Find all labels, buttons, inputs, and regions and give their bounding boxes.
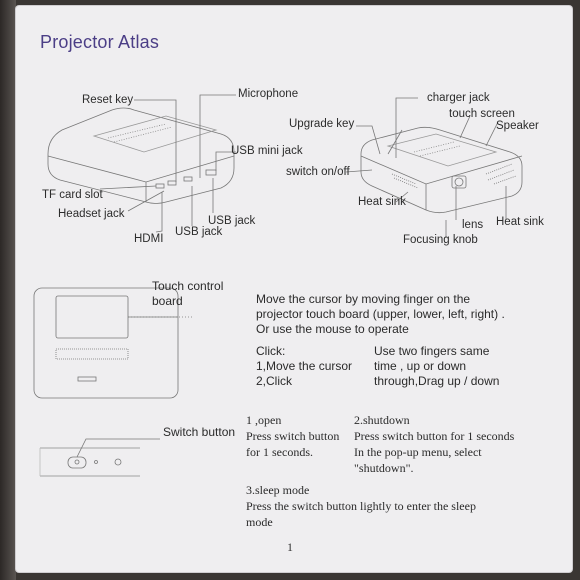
label-heat-sink-1: Heat sink	[358, 196, 406, 208]
label-heat-sink-2: Heat sink	[496, 216, 544, 228]
page-number: 1	[287, 540, 293, 554]
shutdown-instructions: 2.shutdown Press switch button for 1 sec…	[354, 413, 515, 475]
label-speaker: Speaker	[496, 120, 539, 132]
open-instructions: 1 ,open Press switch button for 1 second…	[246, 413, 340, 459]
two-finger-instructions: Use two fingers same time , up or down t…	[374, 344, 500, 388]
label-reset-key: Reset key	[82, 94, 134, 106]
label-usb-mini-jack: USB mini jack	[231, 145, 303, 157]
switch-button-label: Switch button	[163, 425, 236, 439]
label-focusing-knob: Focusing knob	[403, 234, 478, 246]
device-illustrations	[33, 94, 523, 477]
click-instructions: Click: 1,Move the cursor 2,Click	[256, 344, 353, 388]
touch-description: Move the cursor by moving finger on the …	[256, 292, 505, 336]
touch-device-screen	[55, 295, 129, 339]
left-projector-body	[47, 107, 235, 204]
label-usb-jack-1: USB jack	[175, 226, 223, 238]
label-hdmi: HDMI	[134, 233, 164, 245]
manual-page: Projector Atlas	[16, 6, 572, 572]
touch-device-outline	[33, 287, 179, 399]
label-headset-jack: Headset jack	[58, 208, 125, 220]
touch-control-board-label: Touch control board	[152, 279, 224, 308]
label-charger-jack: charger jack	[427, 92, 490, 104]
label-switch-onoff: switch on/off	[286, 166, 350, 178]
label-tf-card-slot: TF card slot	[42, 189, 103, 201]
label-usb-jack-2: USB jack	[208, 215, 256, 227]
label-lens: lens	[462, 219, 484, 231]
label-touch-screen: touch screen	[449, 108, 515, 120]
right-projector-body	[360, 126, 523, 214]
page-title: Projector Atlas	[40, 32, 160, 52]
label-microphone: Microphone	[238, 88, 299, 100]
sleep-mode-instructions: 3.sleep mode Press the switch button lig…	[246, 483, 476, 529]
label-upgrade-key: Upgrade key	[289, 118, 355, 130]
binding-shadow	[0, 0, 16, 580]
